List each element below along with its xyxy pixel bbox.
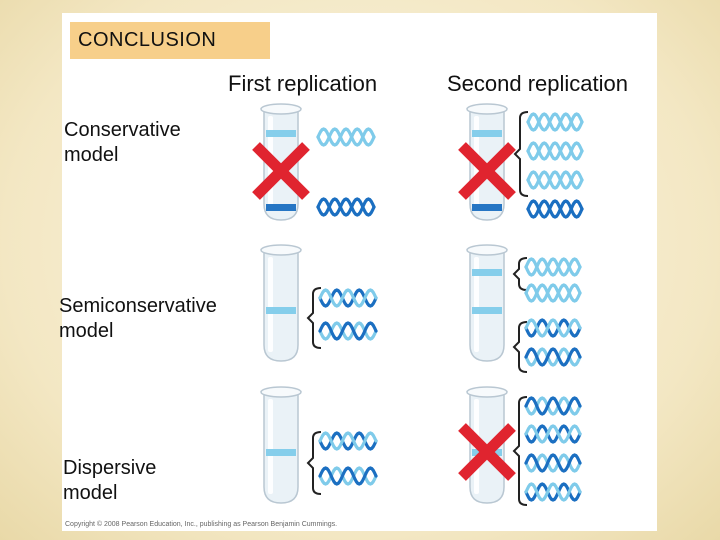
label-conservative-model: Conservative model xyxy=(64,119,181,166)
label-semiconservative-model: Semiconservative model xyxy=(59,295,217,342)
conclusion-banner: CONCLUSION xyxy=(70,22,270,59)
bracket-icon xyxy=(512,396,528,506)
dna-double-helix-icon xyxy=(318,288,378,308)
dna-double-helix-icon xyxy=(318,466,378,486)
dna-double-helix-icon xyxy=(524,424,582,444)
red-x-icon xyxy=(458,142,516,200)
heavy-dna-band xyxy=(472,204,502,211)
dna-double-helix-icon xyxy=(526,112,584,132)
dna-double-helix-icon xyxy=(316,127,376,147)
light-dna-band xyxy=(472,269,502,276)
dna-double-helix-icon xyxy=(318,321,378,341)
red-x-icon xyxy=(458,423,516,481)
red-x-icon xyxy=(252,142,310,200)
column-header-second-replication: Second replication xyxy=(447,71,629,96)
dna-double-helix-icon xyxy=(526,199,584,219)
dna-double-helix-icon xyxy=(318,431,378,451)
dna-double-helix-icon xyxy=(524,347,582,367)
dna-double-helix-icon xyxy=(524,396,582,416)
bracket-icon xyxy=(513,111,529,197)
test-tube-dispersive-first xyxy=(260,386,302,504)
light-dna-band xyxy=(266,130,296,137)
bracket-icon xyxy=(512,257,528,291)
column-header-first-replication: First replication xyxy=(228,71,378,96)
light-dna-band xyxy=(472,130,502,137)
copyright-notice: Copyright © 2008 Pearson Education, Inc.… xyxy=(65,521,338,528)
light-dna-band xyxy=(266,449,296,456)
dna-double-helix-icon xyxy=(524,453,582,473)
test-tube-semiconservative-second xyxy=(466,244,508,362)
light-dna-band xyxy=(266,307,296,314)
heavy-dna-band xyxy=(266,204,296,211)
dna-double-helix-icon xyxy=(524,257,582,277)
dna-double-helix-icon xyxy=(526,141,584,161)
dna-double-helix-icon xyxy=(524,283,582,303)
dna-double-helix-icon xyxy=(316,197,376,217)
dna-double-helix-icon xyxy=(524,482,582,502)
bracket-icon xyxy=(306,431,322,495)
bracket-icon xyxy=(306,287,322,349)
test-tube-semiconservative-first xyxy=(260,244,302,362)
bracket-icon xyxy=(512,321,528,373)
light-dna-band xyxy=(472,307,502,314)
dna-double-helix-icon xyxy=(524,318,582,338)
label-dispersive-model: Dispersive model xyxy=(63,457,157,504)
dna-double-helix-icon xyxy=(526,170,584,190)
